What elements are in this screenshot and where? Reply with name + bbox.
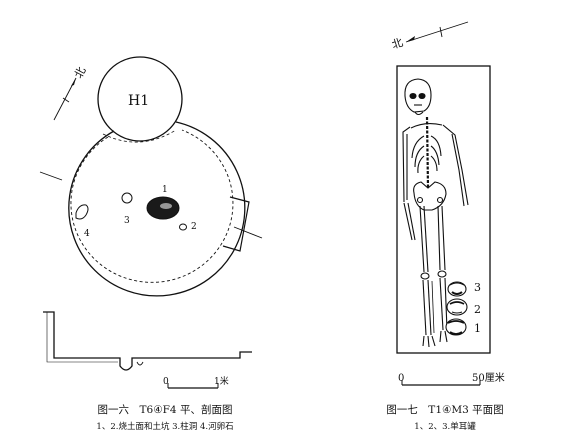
section-line-west (39, 171, 63, 181)
figure7-caption: 图一七 T1④M3 平面图 (386, 404, 504, 416)
house-f4-dashed-under-pit (102, 129, 177, 143)
house-f4-outline (68, 121, 246, 297)
feature-1-label: 1 (162, 185, 168, 195)
figure6-caption: 图一六 T6④F4 平、剖面图 (97, 404, 233, 416)
feature-3-posthole (121, 192, 133, 204)
feature-4-pebbles (75, 204, 89, 220)
figure6-plan: 北 (39, 56, 263, 297)
figure7-north-arrow-icon: 北 (390, 21, 469, 52)
vessel-3-label: 3 (474, 281, 481, 294)
figure6-scale-zero: 0 (163, 377, 169, 387)
vessel-1 (445, 318, 467, 336)
figure6-scale-bar (167, 383, 219, 389)
pit-h1-label: H1 (128, 93, 149, 109)
feature-2-label: 2 (191, 222, 197, 232)
skeleton-drawing (402, 78, 469, 348)
feature-3-label: 3 (124, 216, 130, 226)
section-line-east (233, 226, 263, 239)
figure6-legend: 1、2.烧土面和土坑 3.柱洞 4.河卵石 (96, 422, 234, 432)
feature-2-pit (179, 223, 187, 231)
feature-4-label: 4 (84, 229, 90, 239)
figure7-north-label: 北 (390, 36, 404, 52)
figure7-scale-zero: 0 (398, 373, 404, 384)
figure7-legend: 1、2、3.单耳罐 (414, 422, 476, 432)
figure6-scale-end: 1米 (214, 375, 229, 387)
figure6-section-profile (43, 311, 252, 371)
pit-h1-outline (97, 56, 183, 142)
figure7-plan: 北 (390, 21, 491, 354)
north-arrow-icon: 北 (53, 65, 89, 121)
figure6-north-label: 北 (72, 65, 89, 81)
house-f4-dashed-outline (70, 129, 234, 283)
vessel-3 (447, 281, 467, 297)
grave-m3-outline (396, 65, 491, 354)
vessel-2-label: 2 (474, 303, 481, 316)
figure7-scale-bar (401, 380, 481, 386)
vessel-1-label: 1 (474, 322, 481, 335)
vessel-2 (446, 298, 468, 316)
doorway-outline (222, 196, 250, 252)
figure7-scale-end: 50厘米 (472, 371, 505, 384)
